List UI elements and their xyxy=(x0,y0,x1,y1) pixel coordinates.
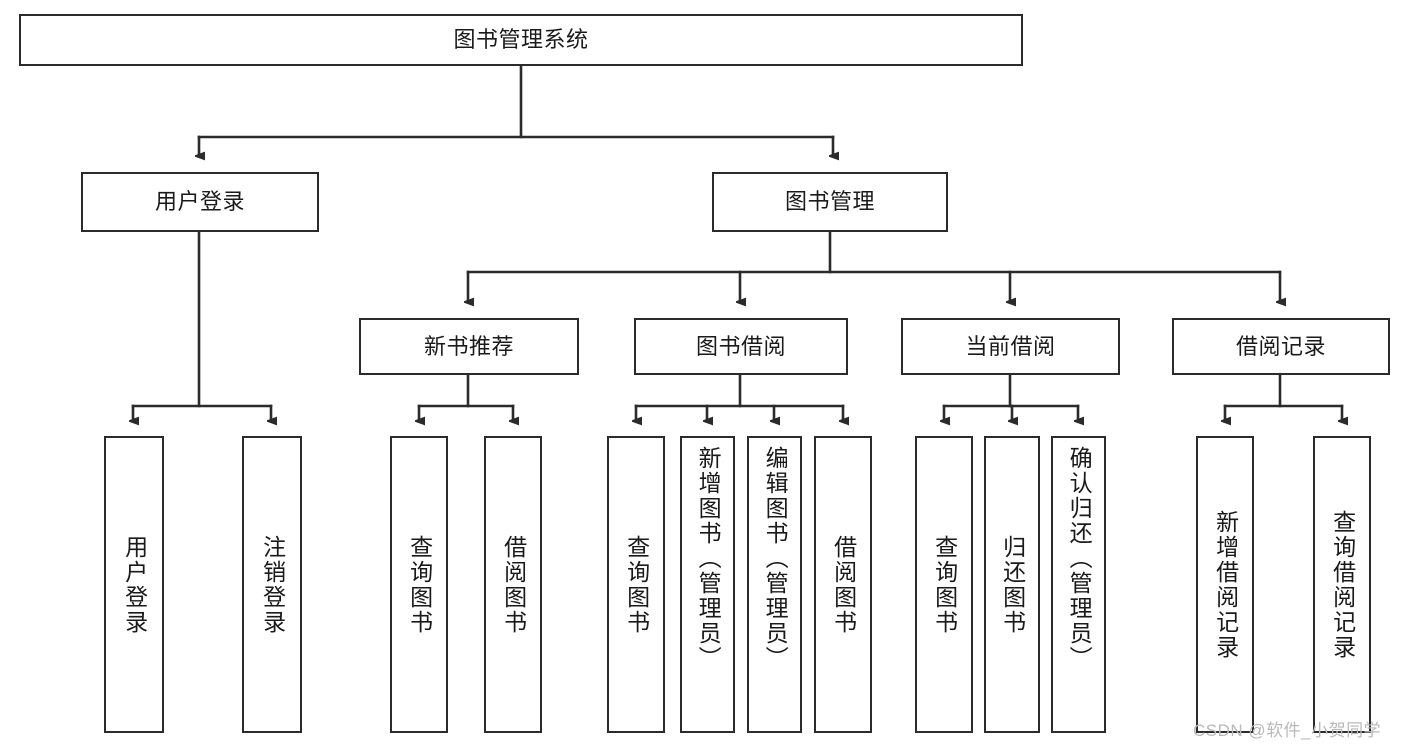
node-borrow-record-label: 借阅记录 xyxy=(1235,333,1326,359)
node-user-login-do[interactable]: 用户登录 xyxy=(104,436,164,733)
node-user-login-label: 用户登录 xyxy=(154,189,245,214)
node-query-borrow-record[interactable]: 查询借阅记录 xyxy=(1313,436,1371,733)
node-root[interactable]: 图书管理系统 xyxy=(19,14,1023,66)
node-book-borrow[interactable]: 图书借阅 xyxy=(634,318,848,375)
node-current-borrow-label: 当前借阅 xyxy=(965,333,1056,359)
node-return-book-label: 归还图书 xyxy=(999,534,1026,635)
node-query-book-1-label: 查询图书 xyxy=(406,534,433,635)
node-borrow-book-2[interactable]: 借阅图书 xyxy=(814,436,872,733)
node-book-management[interactable]: 图书管理 xyxy=(712,172,948,232)
node-add-book-admin[interactable]: 新增图书（管理员） xyxy=(680,436,735,733)
node-query-book-1[interactable]: 查询图书 xyxy=(390,436,448,733)
node-edit-book-admin[interactable]: 编辑图书（管理员） xyxy=(747,436,802,733)
node-confirm-return-admin[interactable]: 确认归还（管理员） xyxy=(1051,436,1106,733)
node-user-login[interactable]: 用户登录 xyxy=(81,172,319,232)
node-book-borrow-label: 图书借阅 xyxy=(695,333,786,359)
node-user-login-do-label: 用户登录 xyxy=(121,534,148,635)
node-confirm-return-admin-label: 确认归还（管理员） xyxy=(1066,446,1093,671)
node-new-book-recommend[interactable]: 新书推荐 xyxy=(359,318,579,375)
node-borrow-book-1-label: 借阅图书 xyxy=(500,534,527,635)
node-query-book-2-label: 查询图书 xyxy=(623,534,650,635)
node-query-book-3-label: 查询图书 xyxy=(931,534,958,635)
node-user-logout[interactable]: 注销登录 xyxy=(242,436,302,733)
node-query-book-2[interactable]: 查询图书 xyxy=(607,436,665,733)
node-query-borrow-record-label: 查询借阅记录 xyxy=(1329,509,1356,660)
node-add-book-admin-label: 新增图书（管理员） xyxy=(695,446,722,671)
node-edit-book-admin-label: 编辑图书（管理员） xyxy=(762,446,789,671)
node-add-borrow-record[interactable]: 新增借阅记录 xyxy=(1196,436,1254,733)
csdn-watermark: CSDN @软件_小贺同学 xyxy=(1193,721,1382,740)
node-user-logout-label: 注销登录 xyxy=(259,534,286,635)
node-borrow-record[interactable]: 借阅记录 xyxy=(1172,318,1390,375)
node-return-book[interactable]: 归还图书 xyxy=(984,436,1040,733)
node-new-book-recommend-label: 新书推荐 xyxy=(423,333,514,359)
node-book-management-label: 图书管理 xyxy=(784,189,875,214)
node-query-book-3[interactable]: 查询图书 xyxy=(915,436,973,733)
node-add-borrow-record-label: 新增借阅记录 xyxy=(1212,509,1239,660)
node-current-borrow[interactable]: 当前借阅 xyxy=(901,318,1120,375)
node-root-label: 图书管理系统 xyxy=(453,27,589,52)
node-borrow-book-2-label: 借阅图书 xyxy=(830,534,857,635)
node-borrow-book-1[interactable]: 借阅图书 xyxy=(484,436,542,733)
